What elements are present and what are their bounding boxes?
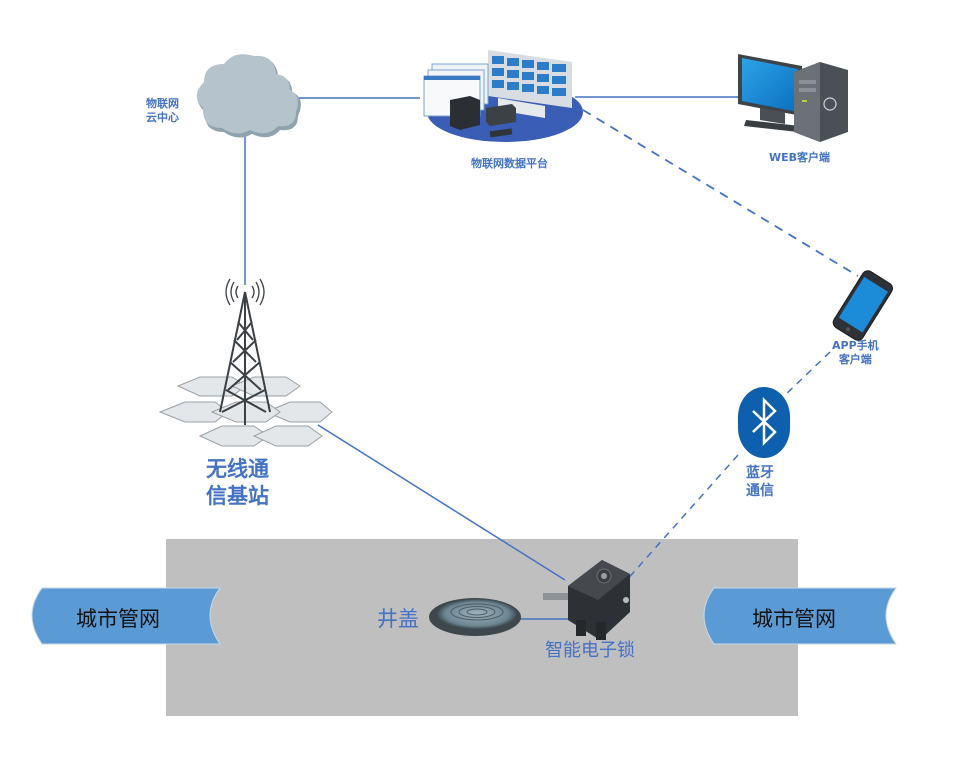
cell-tower-icon (158, 278, 333, 447)
manhole-cover-label: 井盖 (377, 607, 419, 631)
connections (244, 96, 859, 620)
bluetooth-icon (738, 387, 790, 458)
app-client-label-line2: 客户端 (838, 352, 872, 366)
base-station-label-line2: 信基站 (206, 484, 269, 509)
city-pipe-left-label: 城市管网 (76, 607, 160, 631)
bluetooth-label-line1: 蓝牙 (746, 465, 774, 481)
data-platform-icon (423, 50, 583, 142)
base-station-label: 无线通 信基站 (206, 456, 269, 511)
city-pipe-left (31, 587, 221, 645)
manhole-cover-icon (429, 598, 521, 636)
cloud-label: 物联网 云中心 (146, 97, 179, 125)
edge-platform-app-dashed (582, 109, 859, 277)
cloud-label-line2: 云中心 (146, 110, 179, 124)
smart-lock-label: 智能电子锁 (545, 640, 635, 661)
platform-label: 物联网数据平台 (471, 157, 548, 170)
edge-bluetooth-lock-dashed (624, 454, 739, 583)
desktop-computer-icon (738, 54, 848, 142)
bluetooth-label: 蓝牙 通信 (746, 465, 774, 500)
city-pipe-right (703, 587, 897, 645)
web-client-label: WEB客户端 (769, 151, 831, 164)
edge-tower-lock (317, 424, 566, 581)
cloud-icon (196, 54, 301, 138)
smartphone-icon (832, 270, 893, 341)
electronic-lock-icon (543, 560, 630, 640)
bluetooth-label-line2: 通信 (746, 482, 774, 499)
base-station-label-line1: 无线通 (206, 457, 269, 481)
app-client-label-line1: APP手机 (832, 339, 879, 352)
city-pipe-right-label: 城市管网 (752, 607, 836, 631)
app-client-label: APP手机 客户端 (832, 339, 879, 367)
cloud-label-line1: 物联网 (146, 97, 179, 110)
edge-app-bluetooth-dashed (781, 351, 831, 399)
